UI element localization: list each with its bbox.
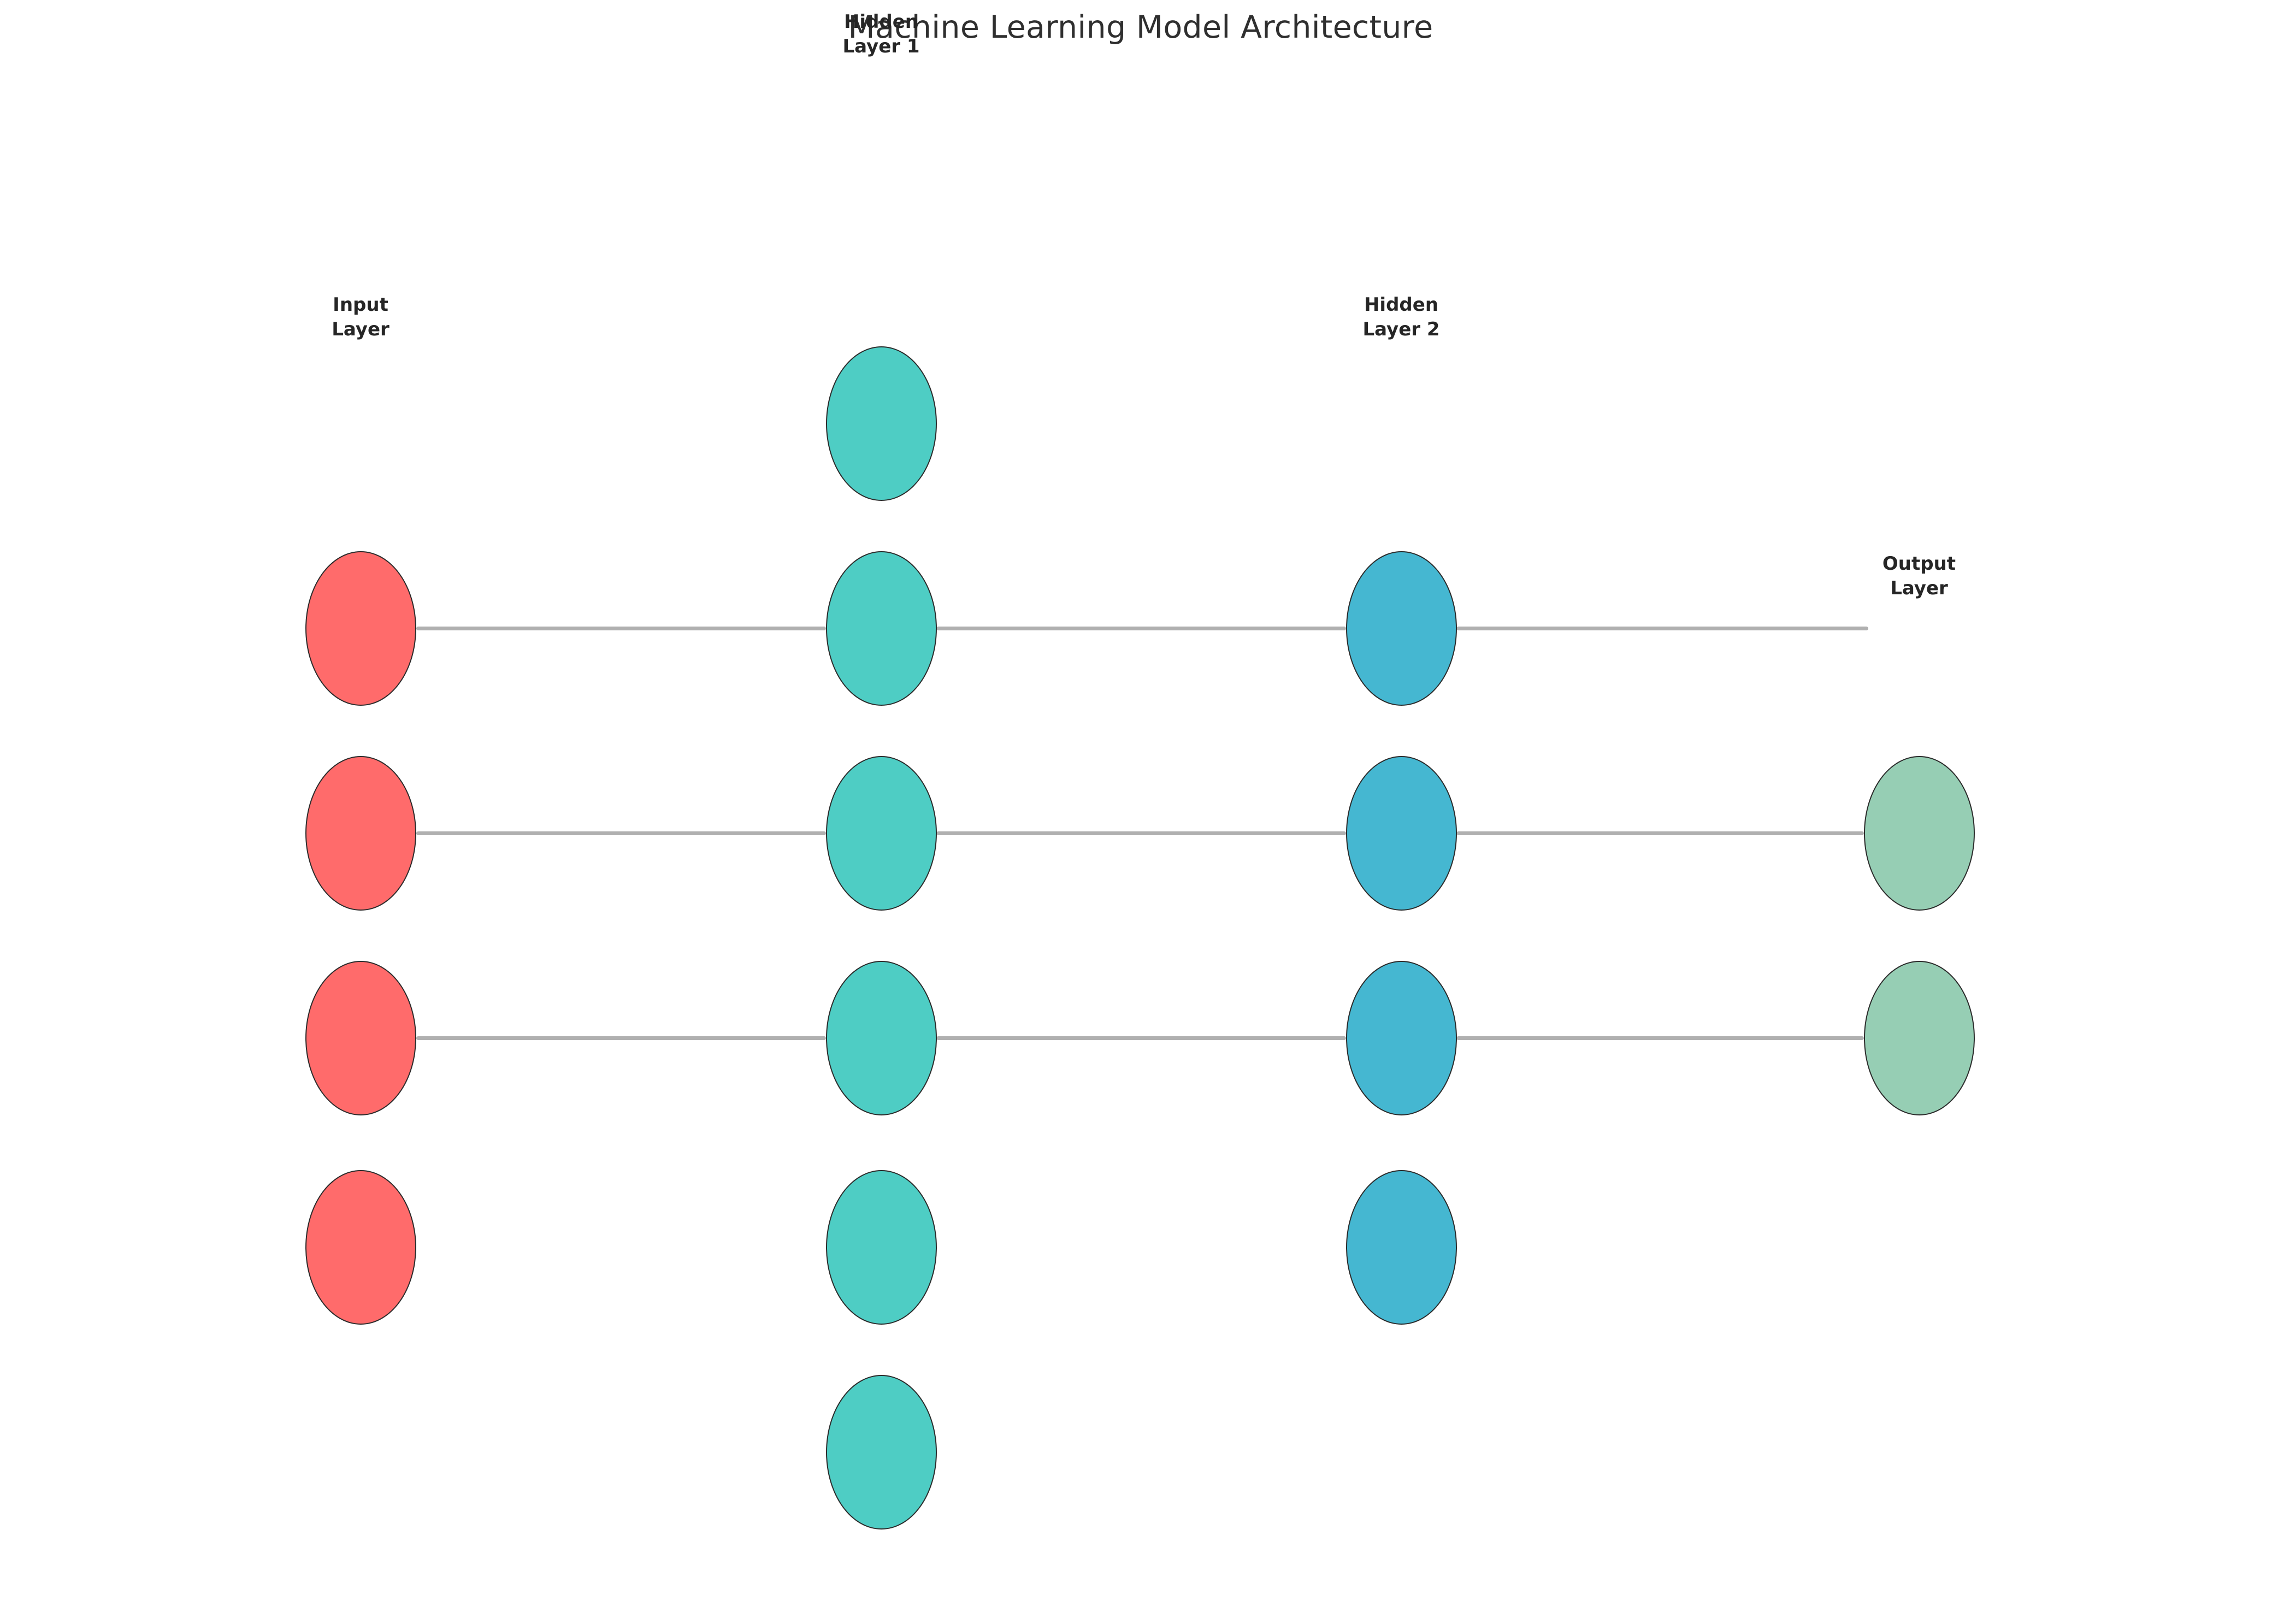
hidden1-node-2[interactable] [825, 551, 937, 706]
edge-input-hidden1-row1 [416, 626, 826, 630]
input-node-4[interactable] [305, 1170, 416, 1325]
page-title: Machine Learning Model Architecture [0, 9, 2278, 46]
edge-hidden1-hidden2-row2 [936, 831, 1346, 835]
edge-hidden2-output-row1 [1456, 626, 1868, 630]
hidden1-node-6[interactable] [825, 1374, 937, 1529]
layer-label-hidden2: Hidden Layer 2 [1362, 294, 1440, 341]
output-node-1[interactable] [1863, 755, 1975, 911]
input-node-1[interactable] [305, 551, 416, 706]
hidden2-node-3[interactable] [1345, 960, 1457, 1115]
edge-hidden1-hidden2-row3 [936, 1036, 1346, 1040]
output-node-2[interactable] [1863, 960, 1975, 1115]
hidden1-node-3[interactable] [825, 755, 937, 911]
edge-input-hidden1-row3 [416, 1036, 826, 1040]
input-node-3[interactable] [305, 960, 416, 1115]
hidden1-node-1[interactable] [825, 346, 937, 501]
hidden1-node-5[interactable] [825, 1170, 937, 1325]
edge-hidden2-output-row2 [1456, 831, 1864, 835]
hidden2-node-2[interactable] [1345, 755, 1457, 911]
layer-label-output: Output Layer [1882, 553, 1956, 600]
edge-hidden1-hidden2-row1 [936, 626, 1346, 630]
input-node-2[interactable] [305, 755, 416, 911]
hidden1-node-4[interactable] [825, 960, 937, 1115]
edge-input-hidden1-row2 [416, 831, 826, 835]
hidden2-node-1[interactable] [1345, 551, 1457, 706]
layer-label-input: Input Layer [332, 294, 389, 341]
layer-label-hidden1: Hidden Layer 1 [842, 11, 920, 58]
page-title-text: Machine Learning Model Architecture [848, 9, 1433, 45]
hidden2-node-4[interactable] [1345, 1170, 1457, 1325]
edge-hidden2-output-row3 [1456, 1036, 1864, 1040]
